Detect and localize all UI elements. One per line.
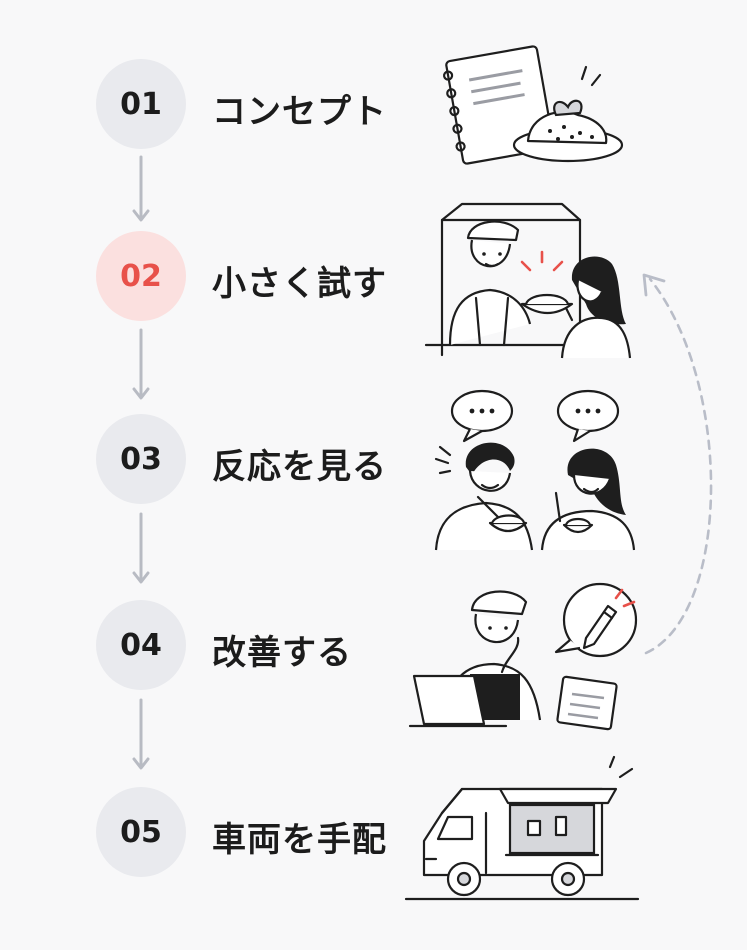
step-03: 03 反応を見る bbox=[0, 400, 747, 520]
notebook-dish-illustration bbox=[443, 45, 624, 165]
step-number-04: 04 bbox=[96, 600, 186, 690]
step-04: 04 改善する bbox=[0, 586, 747, 706]
food-stall-illustration bbox=[424, 202, 632, 359]
step-number-03: 03 bbox=[96, 414, 186, 504]
step-label-04: 改善する bbox=[212, 633, 352, 673]
step-label-01: コンセプト bbox=[212, 92, 387, 132]
step-label-02: 小さく試す bbox=[212, 264, 387, 304]
loop-back-arrow-icon bbox=[642, 273, 713, 655]
step-05: 05 車両を手配 bbox=[0, 773, 747, 893]
step-number-01: 01 bbox=[96, 59, 186, 149]
arrow-down-icon bbox=[132, 155, 150, 222]
step-label-03: 反応を見る bbox=[212, 447, 387, 487]
step-02: 02 小さく試す bbox=[0, 217, 747, 337]
step-number-02: 02 bbox=[96, 231, 186, 321]
arrow-down-icon bbox=[132, 512, 150, 584]
step-01: 01 コンセプト bbox=[0, 44, 747, 164]
arrow-down-icon bbox=[132, 328, 150, 400]
chef-improving-illustration bbox=[408, 582, 638, 731]
step-label-05: 車両を手配 bbox=[212, 820, 387, 860]
arrow-down-icon bbox=[132, 698, 150, 770]
food-truck-illustration bbox=[404, 755, 640, 901]
step-number-05: 05 bbox=[96, 787, 186, 877]
customers-tasting-illustration bbox=[434, 389, 636, 551]
